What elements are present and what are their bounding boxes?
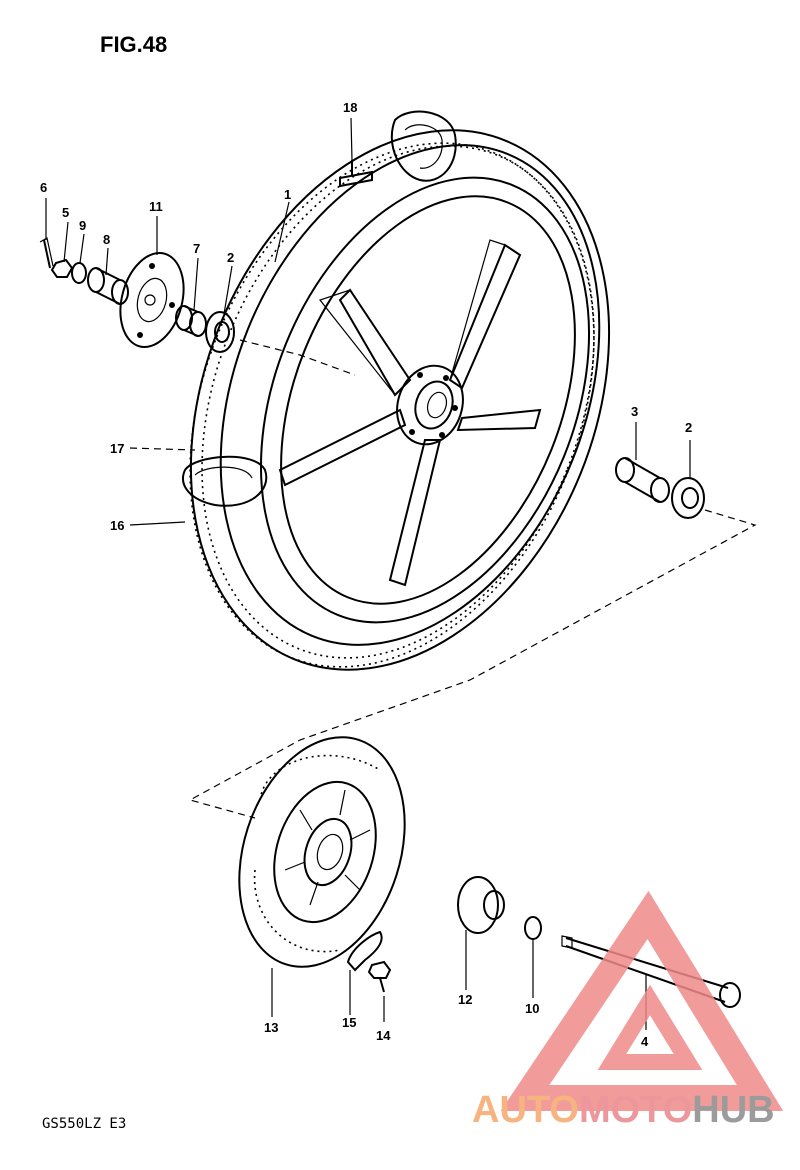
bearing-left <box>205 311 235 353</box>
callout-labels: 6 5 9 8 11 7 2 1 18 3 2 17 16 13 15 14 1… <box>40 100 692 1049</box>
callout-14: 14 <box>376 1028 391 1043</box>
bearing-right <box>671 477 705 519</box>
watermark-inner-triangle-icon <box>597 984 703 1070</box>
rim-inner <box>280 195 576 605</box>
wheel-hub <box>396 364 464 446</box>
washer-10 <box>524 916 542 940</box>
wheel-spokes <box>278 239 542 587</box>
watermark-auto: AUTO <box>472 1089 579 1131</box>
watermark-logo: AUTOMOTOHUB <box>472 890 784 1131</box>
left-axle-parts <box>39 237 356 376</box>
model-code: GS550LZ E3 <box>42 1116 126 1132</box>
callout-15: 15 <box>342 1015 356 1030</box>
callout-9: 9 <box>79 218 86 233</box>
callout-3: 3 <box>631 404 638 419</box>
callout-2-left: 2 <box>227 250 234 265</box>
callout-8: 8 <box>103 232 110 247</box>
tire-cutaway-top <box>390 110 457 182</box>
cotter-pin <box>43 239 51 269</box>
callout-2-right: 2 <box>685 420 692 435</box>
speedometer-gearbox <box>119 251 185 349</box>
callout-10: 10 <box>525 1001 539 1016</box>
callout-18: 18 <box>343 100 357 115</box>
callout-7: 7 <box>193 241 200 256</box>
watermark-moto: MOTO <box>579 1089 692 1131</box>
figure-title: FIG.48 <box>100 32 167 57</box>
leader-lines <box>45 117 691 1030</box>
callout-1: 1 <box>284 187 291 202</box>
disc-bolt <box>367 960 392 993</box>
axle-nut <box>50 258 74 278</box>
assembly-dashed-line <box>188 509 757 819</box>
svg-text:AUTOMOTOHUB: AUTOMOTOHUB <box>472 1089 775 1131</box>
watermark-hub: HUB <box>692 1089 774 1131</box>
axle-spacer-12 <box>457 876 505 934</box>
tire-inner-edge <box>219 144 601 646</box>
tire-valve <box>339 160 373 188</box>
right-axle-parts <box>188 457 757 819</box>
axis-line-left <box>239 339 356 376</box>
callout-4: 4 <box>641 1034 649 1049</box>
callout-16: 16 <box>110 518 124 533</box>
callout-13: 13 <box>264 1020 278 1035</box>
spacer-3 <box>615 457 670 503</box>
wheel-assembly <box>182 110 611 671</box>
rim-outer <box>260 176 590 624</box>
spacer-7 <box>175 305 207 337</box>
callout-11: 11 <box>149 199 163 214</box>
callout-5: 5 <box>62 205 69 220</box>
tire-outer <box>189 129 611 671</box>
watermark-triangle-icon <box>500 890 784 1111</box>
lock-washer <box>346 930 383 972</box>
tire-cutaway-left <box>182 455 268 507</box>
brake-disc <box>238 736 406 968</box>
callout-17: 17 <box>110 441 124 456</box>
washer <box>71 262 87 284</box>
callout-6: 6 <box>40 180 47 195</box>
callout-12: 12 <box>458 992 472 1007</box>
tire-tread <box>189 142 595 668</box>
